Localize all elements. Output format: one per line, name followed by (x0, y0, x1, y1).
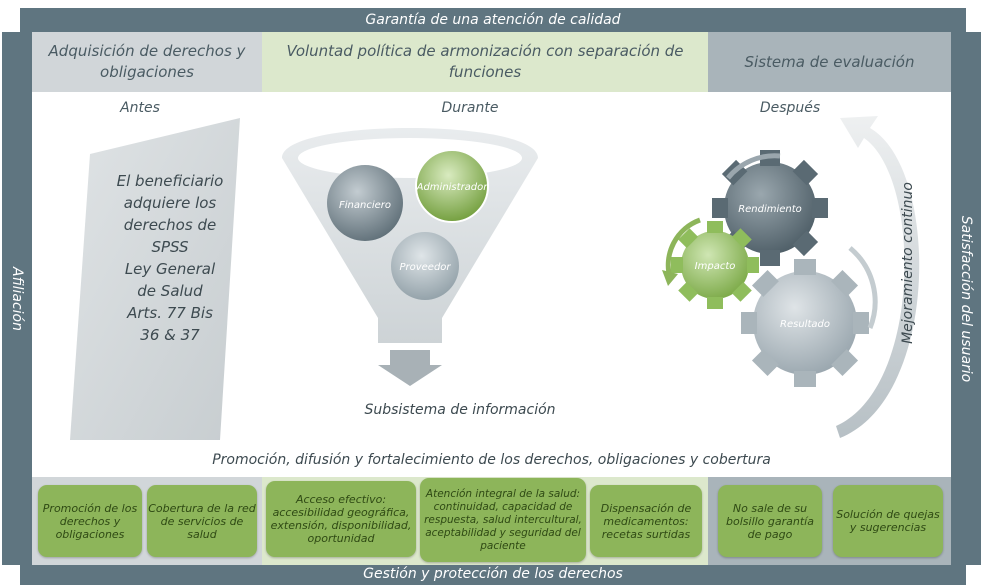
bottom-bar: Gestión y protección de los derechos (20, 565, 966, 585)
financiero-label: Financiero (339, 200, 391, 211)
mejoramiento-label: Mejoramiento continuo (900, 182, 916, 344)
impacto-label: Impacto (695, 261, 736, 272)
pill-text: No sale de su bolsillo garantía de pago (726, 501, 814, 541)
rendimiento-label: Rendimiento (738, 204, 802, 215)
gears-diagram: Rendimiento Resultado Impacto Mejoramien… (662, 116, 920, 438)
phase-despues: Después (759, 100, 821, 116)
administrador-label: Administrador (416, 182, 489, 193)
pill-promocion: Promoción de los derechos y obligaciones (38, 485, 142, 557)
antes-box-shape (70, 118, 240, 440)
subsistema-label: Subsistema de información (364, 402, 556, 418)
antes-line: derechos de (123, 216, 217, 234)
right-sidebar: Satisfacción del usuario (951, 32, 981, 565)
phase-durante: Durante (441, 100, 499, 116)
header-center: Voluntad política de armonización con se… (262, 32, 708, 92)
afiliacion-label: Afiliación (9, 266, 25, 331)
pill-text: Atención integral de la salud: continuid… (424, 487, 582, 552)
funnel-rim (298, 138, 522, 178)
proveedor-label: Proveedor (399, 262, 451, 273)
pill-dispensacion: Dispensación de medicamentos: recetas su… (590, 485, 702, 557)
resultado-gear: Resultado (741, 259, 869, 387)
funnel-diagram: Financiero Administrador Proveedor (282, 128, 538, 386)
phase-antes: Antes (120, 100, 160, 116)
antes-line: Arts. 77 Bis (127, 304, 213, 322)
pill-quejas: Solución de quejas y sugerencias (833, 485, 943, 557)
antes-line: El beneficiario (116, 172, 224, 190)
header-right-text: Sistema de evaluación (744, 52, 915, 71)
impacto-arrowhead (662, 270, 678, 286)
proveedor-sphere (391, 232, 459, 300)
administrador-sphere (415, 149, 489, 223)
resultado-cycle-arrow (848, 246, 878, 329)
antes-line: de Salud (137, 282, 203, 300)
pill-text: Solución de quejas y sugerencias (836, 508, 940, 534)
header-left: Adquisición de derechos y obligaciones (32, 32, 262, 92)
pill-acceso: Acceso efectivo: accesibilidad geográfic… (266, 481, 416, 557)
antes-line: SPSS (151, 238, 189, 256)
promocion-label: Promoción, difusión y fortalecimiento de… (212, 452, 771, 468)
rendimiento-cycle-arrow (726, 153, 781, 180)
header-right: Sistema de evaluación (708, 32, 951, 92)
financiero-sphere (327, 165, 403, 241)
down-arrow (378, 350, 442, 386)
satisfaccion-label: Satisfacción del usuario (958, 215, 974, 382)
impacto-gear: Impacto (671, 221, 759, 309)
left-sidebar: Afiliación (2, 32, 32, 565)
pill-no-sale: No sale de su bolsillo garantía de pago (718, 485, 822, 557)
pill-atencion: Atención integral de la salud: continuid… (420, 478, 586, 562)
mejoramiento-arc (836, 116, 920, 438)
antes-box-text: El beneficiario adquiere los derechos de… (90, 170, 250, 346)
impacto-cycle-arrow (665, 217, 701, 279)
antes-line: 36 & 37 (140, 326, 200, 344)
pill-text: Promoción de los derechos y obligaciones (42, 501, 138, 541)
top-bar: Garantía de una atención de calidad (20, 8, 966, 32)
pill-text: Dispensación de medicamentos: recetas su… (600, 501, 692, 541)
pill-cobertura: Cobertura de la red de servicios de salu… (147, 485, 257, 557)
resultado-label: Resultado (780, 319, 830, 330)
antes-line: Ley General (124, 260, 216, 278)
antes-line: adquiere los (123, 194, 217, 212)
pill-text: Acceso efectivo: accesibilidad geográfic… (270, 493, 412, 545)
pill-text: Cobertura de la red de servicios de salu… (148, 501, 256, 541)
header-center-text: Voluntad política de armonización con se… (286, 42, 684, 81)
header-left-text: Adquisición de derechos y obligaciones (48, 42, 246, 81)
